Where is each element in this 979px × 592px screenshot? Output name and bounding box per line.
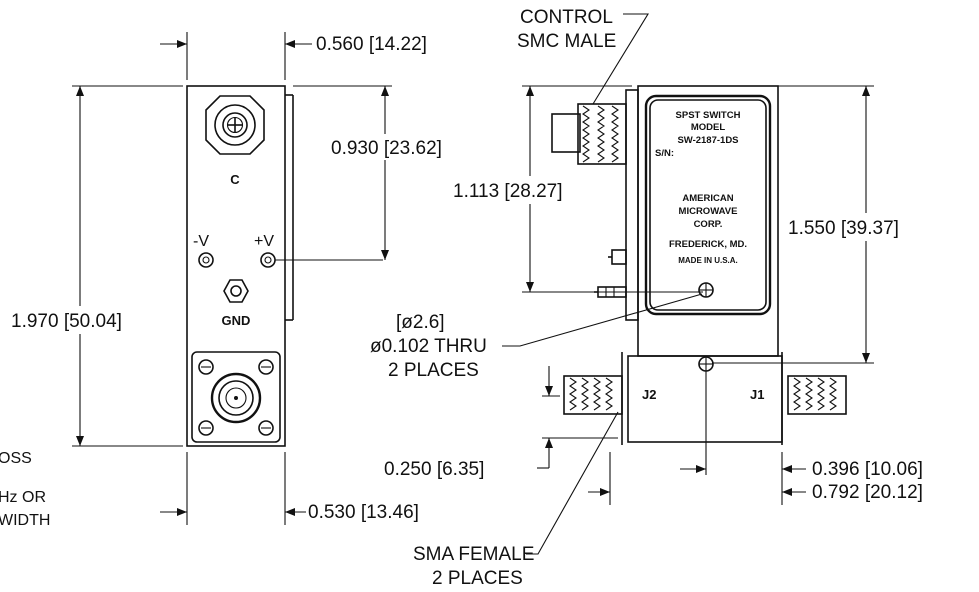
nameplate-line-4: S/N:	[655, 148, 674, 159]
nameplate: SPST SWITCH MODEL SW-2187-1DS S/N: AMERI…	[644, 94, 772, 316]
hole-places: 2 PLACES	[388, 360, 479, 381]
nameplate-line-7: CORP.	[694, 219, 723, 230]
pos-v-terminal	[260, 252, 276, 268]
port-j2-label: J2	[642, 387, 656, 402]
nameplate-line-1: SPST SWITCH	[676, 110, 741, 121]
sma-flange-front	[191, 351, 281, 443]
dim-body-height: 1.550 [39.37]	[788, 218, 899, 239]
label-gnd: GND	[222, 313, 251, 328]
front-view: C -V +V GND	[10, 32, 470, 525]
dim-control-height: 1.113 [28.27]	[453, 181, 563, 202]
hole-diameter-in: ø0.102 THRU	[370, 336, 487, 357]
nameplate-line-2: MODEL	[691, 122, 726, 133]
dim-connector-height: 0.930 [23.62]	[331, 138, 442, 159]
label-pos-v: +V	[254, 233, 274, 250]
control-connector-side	[551, 103, 627, 165]
hole-diameter-mm: [ø2.6]	[396, 312, 445, 333]
sma-label-line-1: SMA FEMALE	[413, 544, 534, 565]
dim-port-offset: 0.250 [6.35]	[384, 459, 484, 480]
nameplate-line-8: FREDERICK, MD.	[669, 239, 747, 250]
dim-front-bottom: 0.530 [13.46]	[308, 502, 419, 523]
dim-front-height: 1.970 [50.04]	[11, 311, 122, 332]
nameplate-line-9: MADE IN U.S.A.	[678, 256, 738, 265]
bias-pins-side	[594, 249, 627, 298]
dim-port-half: 0.396 [10.06]	[812, 459, 923, 480]
front-view-body	[186, 85, 286, 447]
dim-port-full: 0.792 [20.12]	[812, 482, 923, 503]
nameplate-line-6: MICROWAVE	[679, 206, 738, 217]
label-c: C	[230, 172, 240, 187]
sma-label-line-2: 2 PLACES	[432, 568, 523, 589]
side-view: SPST SWITCH MODEL SW-2187-1DS S/N: AMERI…	[370, 7, 946, 589]
nameplate-line-3: SW-2187-1DS	[677, 135, 738, 146]
gnd-terminal	[223, 279, 249, 303]
label-neg-v: -V	[193, 233, 209, 250]
nameplate-line-5: AMERICAN	[682, 193, 733, 204]
port-j1-label: J1	[750, 387, 764, 402]
control-label-line-2: SMC MALE	[517, 31, 616, 52]
control-label-line-1: CONTROL	[520, 7, 613, 28]
sma-connector-j2	[563, 375, 623, 415]
neg-v-terminal	[198, 252, 214, 268]
note-line-3: WIDTH	[0, 512, 50, 529]
note-line-1: OSS	[0, 450, 32, 467]
sma-connector-j1	[787, 375, 847, 415]
control-connector-front	[205, 95, 265, 155]
note-line-2: Hz OR	[0, 489, 46, 506]
dim-front-width: 0.560 [14.22]	[316, 34, 427, 55]
